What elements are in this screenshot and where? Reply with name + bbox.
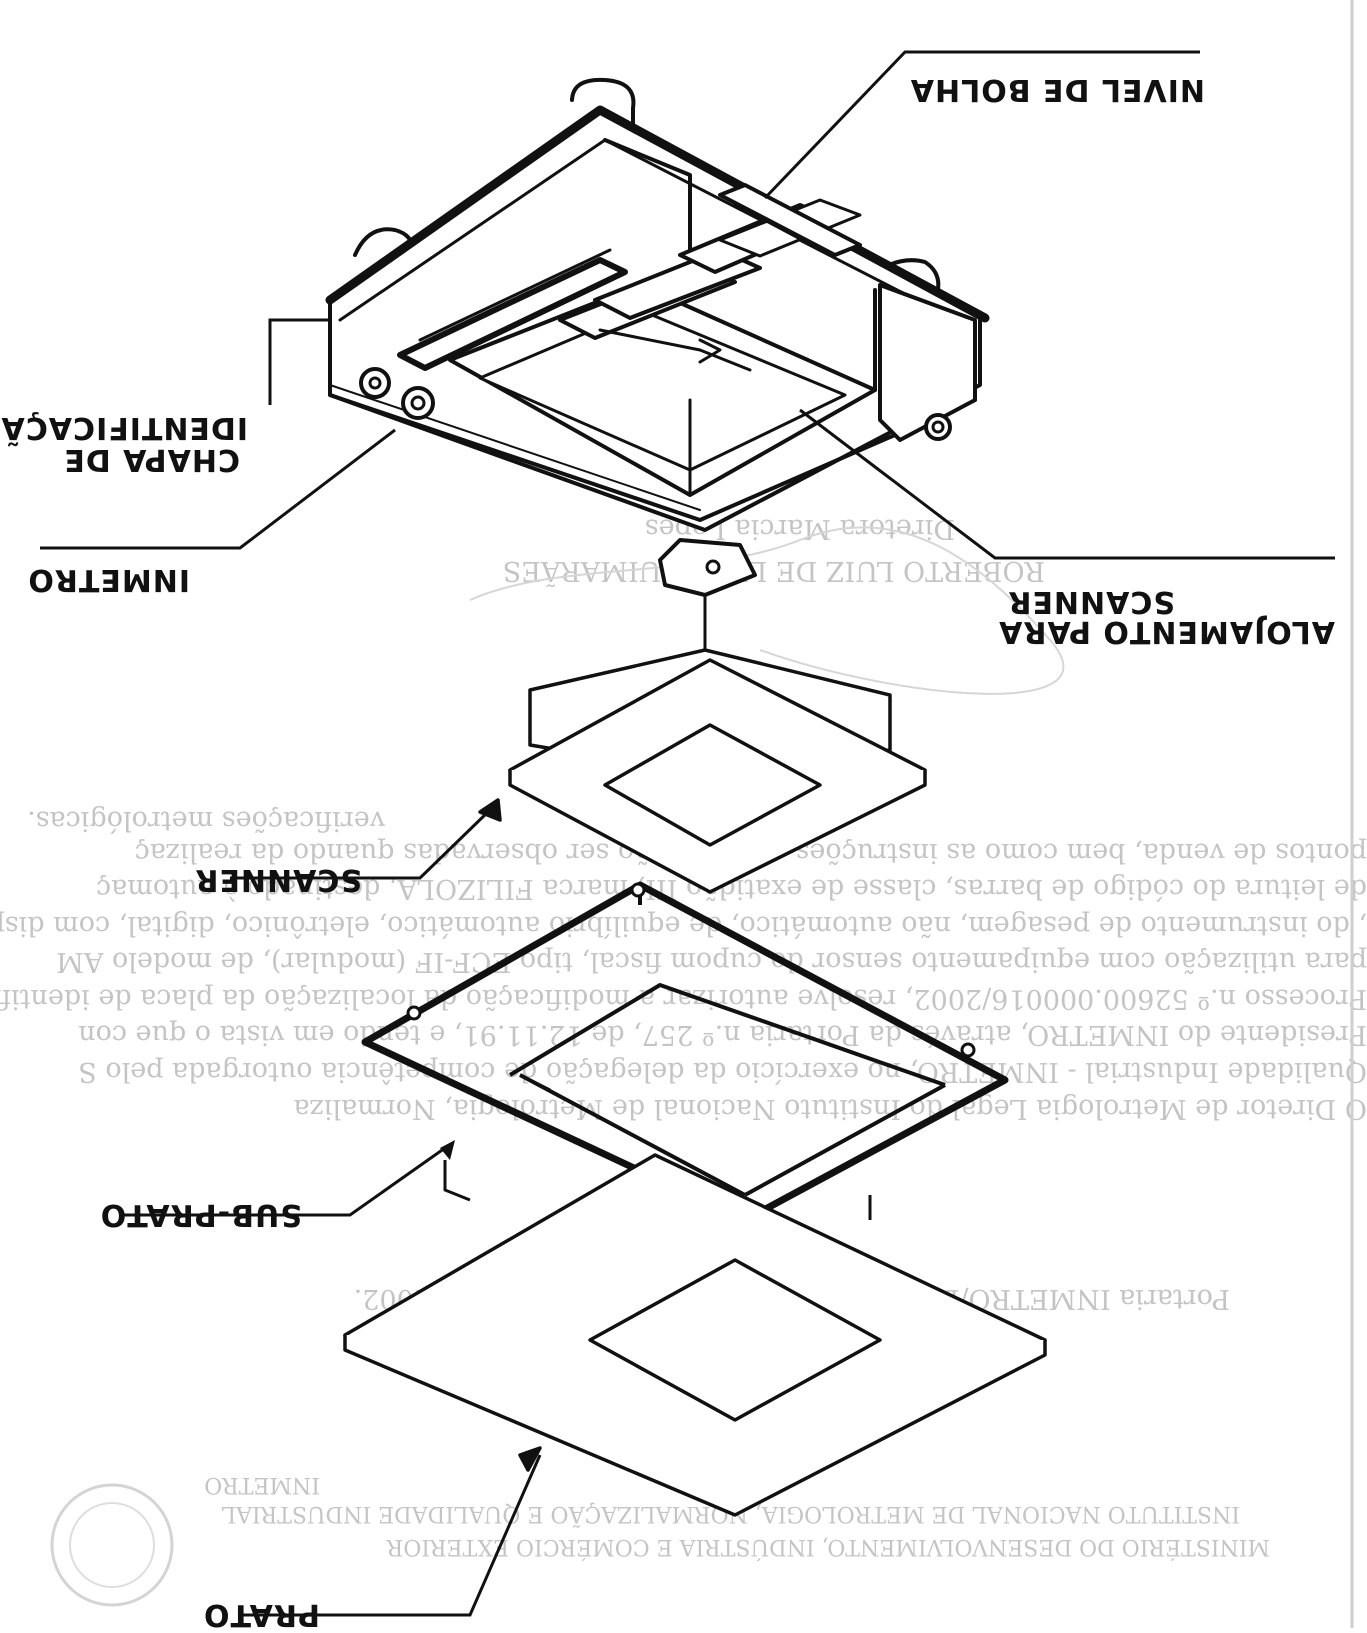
- weighing-plate: [343, 1153, 1047, 1517]
- ghost-line-6: , do instrumento de pesagem, não automát…: [0, 910, 1367, 941]
- leader-lines: [40, 50, 1335, 1617]
- label-chapa-de: CHAPA DE: [63, 442, 240, 477]
- label-alojamento-para: ALOJAMENTO PARA: [998, 614, 1335, 649]
- ghost-seal-icon: [50, 1483, 174, 1607]
- show-through-layer: ROBERTO LUIZ DE LIMA GUIMARÃES Diretora …: [0, 513, 1367, 1607]
- leader-nivel: [763, 50, 1200, 200]
- ghost-line-9: verificações metrológicas.: [27, 805, 386, 836]
- labels: NIVEL DE BOLHA CHAPA DE IDENTIFICAÇÃO IN…: [0, 72, 1335, 1632]
- ghost-line-5: para utilização com equipamento sensor d…: [56, 946, 1367, 977]
- label-nivel-de-bolha: NIVEL DE BOLHA: [910, 72, 1205, 107]
- ghost-signature-1: ROBERTO LUIZ DE LIMA GUIMARÃES: [503, 555, 1045, 588]
- label-identificacao: IDENTIFICAÇÃO: [0, 410, 248, 447]
- leader-prato: [240, 1454, 542, 1617]
- label-inmetro: INMETRO: [27, 562, 190, 597]
- ghost-line-1: O Diretor de Metrologia Legal do Institu…: [294, 1093, 1367, 1124]
- label-prato: PRATO: [203, 1597, 320, 1628]
- leader-chapa: [268, 318, 330, 405]
- subprato-arrow: [440, 1140, 455, 1160]
- label-alojamento-scanner: SCANNER: [1007, 584, 1175, 619]
- leader-subprato: [120, 1146, 446, 1217]
- label-sub-prato: SUB-PRATO: [100, 1197, 302, 1232]
- label-scanner: SCANNER: [194, 862, 362, 897]
- sub-plate: [361, 881, 1009, 1224]
- ghost-line-3: Presidente do INMETRO, através da Portar…: [78, 1019, 1367, 1050]
- ghost-scribble: [469, 526, 1065, 695]
- ghost-line-4: Processo n.º 52600.000016/2002, resolve …: [0, 983, 1367, 1014]
- scanner-module: [478, 648, 927, 894]
- leader-scanner: [230, 808, 492, 880]
- leader-inmetro: [40, 428, 396, 550]
- ghost-header-3: INMETRO: [204, 1472, 320, 1497]
- ghost-line-2: Qualidade Industrial - INMETRO, no exerc…: [78, 1056, 1367, 1087]
- leader-alojamento: [799, 408, 1335, 560]
- scale-body: [325, 77, 990, 652]
- ghost-header-1: MINISTÉRIO DO DESENVOLVIMENTO, INDÚSTRIA…: [385, 1534, 1270, 1561]
